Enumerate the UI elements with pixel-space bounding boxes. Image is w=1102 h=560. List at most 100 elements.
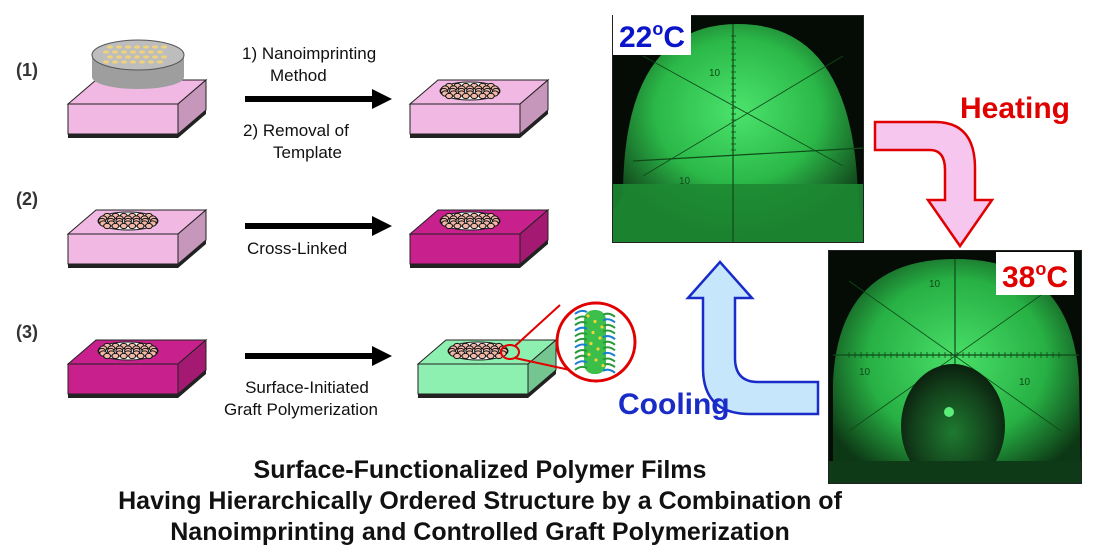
process-arrow-3-head xyxy=(372,346,392,366)
photo-22c-lower xyxy=(613,184,863,242)
step-number-3: (3) xyxy=(16,322,38,342)
step1-label-method: 1) Nanoimprinting Method xyxy=(242,43,376,87)
film-1-before-substrate xyxy=(68,110,206,138)
pores-2a-pore xyxy=(103,222,111,230)
process-arrow-2-shaft xyxy=(245,223,374,229)
cooling-arrow-shape xyxy=(685,260,820,416)
process-arrow-3-shaft xyxy=(245,353,374,359)
caption-line-3: Nanoimprinting and Controlled Graft Poly… xyxy=(170,518,790,546)
step3-label-line2: Graft Polymerization xyxy=(224,400,378,419)
photo-38c-reticle-d2 xyxy=(848,280,1062,432)
step-number-1: (1) xyxy=(16,60,38,80)
graft-dot xyxy=(601,363,605,368)
step2-label-line1: Cross-Linked xyxy=(247,239,348,258)
template-pillar xyxy=(121,50,127,54)
pores-2b-pore xyxy=(461,222,470,230)
step-number-2: (2) xyxy=(16,189,38,209)
graft-dot xyxy=(587,352,591,357)
graft-dot xyxy=(586,314,590,318)
process-arrow-1-shaft xyxy=(245,96,374,102)
pores-1 xyxy=(439,81,501,101)
graft-chain xyxy=(574,337,588,343)
cooling-label: Cooling xyxy=(618,388,730,421)
photo-38c-scale-label-2: 10 xyxy=(859,367,871,378)
temperature-label-38c: 38oC xyxy=(996,252,1075,295)
graft-chain xyxy=(574,321,588,326)
template-pillar xyxy=(139,50,145,54)
pores-2a-pore xyxy=(136,222,145,230)
film-3-after-substrate xyxy=(418,370,556,398)
step1-label-line4: Template xyxy=(273,143,342,162)
film-1-after-substrate xyxy=(410,110,548,138)
graft-chain xyxy=(574,332,588,338)
temp-38-unit: C xyxy=(1046,261,1069,294)
temp-22-unit: C xyxy=(663,21,686,54)
film-3-before-substrate xyxy=(68,370,206,398)
step1-label-line1: 1) Nanoimprinting xyxy=(242,44,377,63)
film-2-after-substrate xyxy=(410,240,548,268)
pores-2b-pore xyxy=(453,222,462,230)
template-pillar xyxy=(134,55,140,59)
template-pillar xyxy=(121,60,127,64)
pores-2b-pore xyxy=(470,222,479,230)
photo-22c-reticle-d2 xyxy=(642,55,844,177)
photo-38c-scale-label: 10 xyxy=(929,279,941,290)
graft-dot xyxy=(589,341,593,346)
temp-22-degree: o xyxy=(652,19,664,39)
figure-caption: Surface-Functionalized Polymer Films Hav… xyxy=(20,455,940,548)
template-pillar xyxy=(148,50,154,54)
template-pillar xyxy=(116,45,122,49)
imprint-template-top xyxy=(91,39,185,71)
template-pillar xyxy=(161,45,167,49)
pores-3b-pore xyxy=(478,352,487,360)
temp-22-value: 22 xyxy=(619,21,653,54)
template-pillar xyxy=(148,60,154,64)
pores-3a-pore xyxy=(111,352,120,360)
photo-22c-scale-label: 10 xyxy=(709,68,721,79)
pores-2a-pore xyxy=(145,222,153,230)
pores-3a-pore xyxy=(119,352,128,360)
template-pillar xyxy=(103,50,109,54)
pores-1-pore xyxy=(461,92,470,100)
film-2-before-front xyxy=(67,233,179,265)
photo-38c-baseline xyxy=(829,461,1081,483)
template-pillar xyxy=(134,45,140,49)
pores-2b-pore xyxy=(445,222,454,230)
zoom-line-bottom xyxy=(514,357,571,371)
pores-2b-pore xyxy=(478,222,487,230)
graft-chain xyxy=(602,318,616,324)
template-pillar xyxy=(112,50,118,54)
film-1-before xyxy=(66,78,208,138)
graft-chain xyxy=(602,357,616,363)
template-pillar xyxy=(125,55,131,59)
caption-line-2: Having Hierarchically Ordered Structure … xyxy=(118,487,842,515)
pores-1-pore xyxy=(453,92,462,100)
graft-chain xyxy=(602,323,616,329)
graft-dot xyxy=(598,336,602,340)
pores-3b-pore xyxy=(486,352,495,360)
process-arrow-2 xyxy=(245,216,392,236)
template-pillar xyxy=(143,45,149,49)
template-pillar xyxy=(125,45,131,49)
photo-38c-scale-label-3: 10 xyxy=(1019,377,1031,388)
process-arrow-1 xyxy=(245,89,392,109)
photo-22c-scale-label-2: 10 xyxy=(679,176,691,187)
template-pillar xyxy=(143,55,149,59)
graft-chain xyxy=(602,335,616,340)
graft-chain xyxy=(602,346,616,352)
graft-chain xyxy=(574,343,588,349)
pores-1-pore xyxy=(487,92,495,100)
graft-brush-core xyxy=(584,310,606,374)
pores-3a-pore xyxy=(145,352,153,360)
pores-3a-pore xyxy=(136,352,145,360)
film-1-before-front xyxy=(67,103,179,135)
template-pillar xyxy=(157,50,163,54)
photo-38c-droplet xyxy=(901,364,1005,483)
graft-chain xyxy=(574,309,588,315)
pores-2a-pore xyxy=(128,222,137,230)
template-pillar xyxy=(157,60,163,64)
graft-chain xyxy=(602,351,616,357)
graft-dot xyxy=(600,325,604,329)
